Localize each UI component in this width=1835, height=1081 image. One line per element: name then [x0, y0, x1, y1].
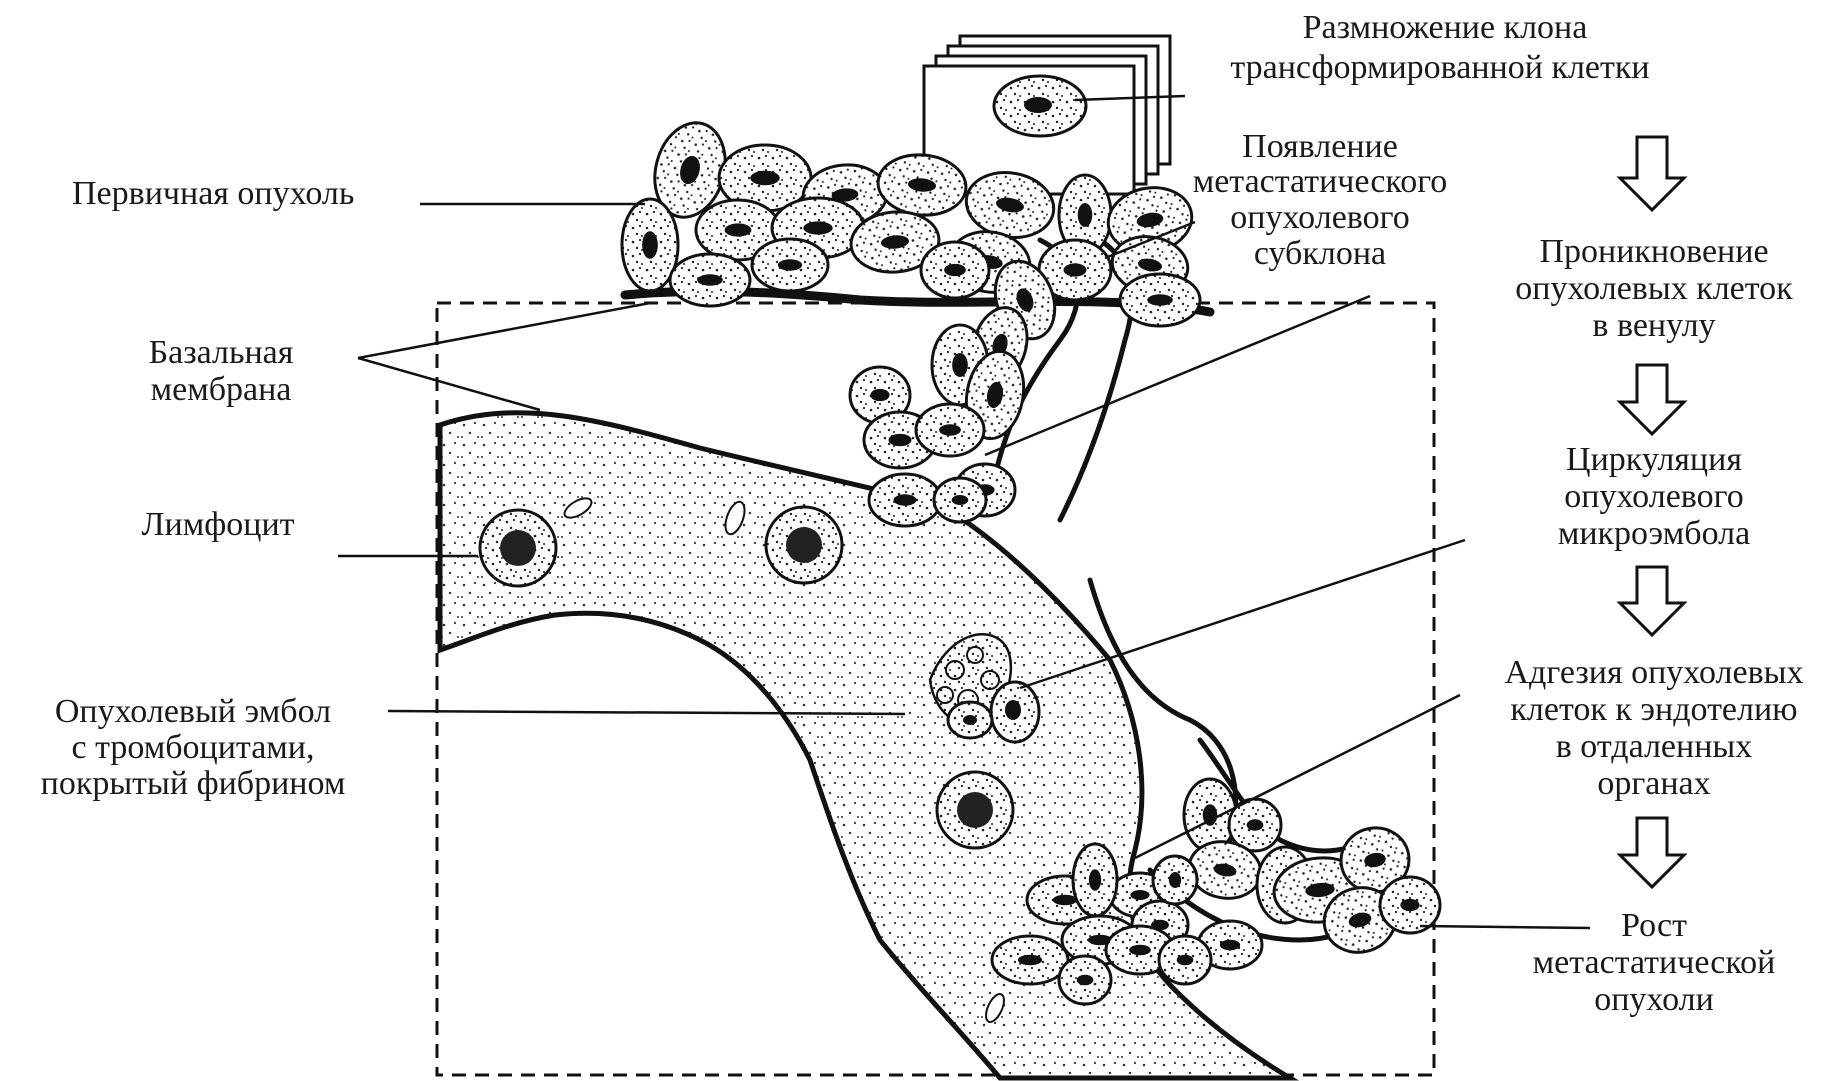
- clone-label-line1: Размножение клона: [1303, 9, 1588, 46]
- stage-3-line4: органах: [1597, 765, 1710, 802]
- down-arrow-outline-icon: [1620, 567, 1684, 635]
- tumor-cell: [670, 254, 750, 306]
- tumor-cell: [752, 239, 828, 291]
- lymphocyte-cell: [937, 772, 1013, 848]
- clone-label-line2: трансформированной клетки: [1230, 49, 1649, 86]
- tumor-cell: [1184, 779, 1236, 851]
- tumor-cell: [1120, 274, 1200, 326]
- stage-2-line2: опухолевого: [1564, 478, 1743, 515]
- lymphocyte-cell: [480, 510, 556, 586]
- tumor-cell: [916, 404, 984, 456]
- basement-label-line2: мембрана: [151, 371, 292, 408]
- tumor-cell: [1159, 936, 1211, 984]
- lymphocyte-label: Лимфоцит: [141, 506, 294, 543]
- stage-4-line3: опухоли: [1594, 981, 1714, 1018]
- stage-2-line1: Циркуляция: [1566, 441, 1742, 478]
- basement-label-line1: Базальная: [149, 334, 294, 371]
- tumor-cell: [1059, 956, 1111, 1004]
- down-arrow-outline-icon: [1620, 137, 1684, 210]
- stage-3-line2: клеток к эндотелию: [1510, 691, 1797, 728]
- subclone-label-line1: Появление: [1242, 128, 1398, 165]
- stage-4-line1: Рост: [1621, 907, 1687, 944]
- tumor-cell: [992, 936, 1068, 984]
- stage-1-line2: опухолевых клеток: [1515, 270, 1793, 307]
- stage-2-line3: микроэмбола: [1558, 515, 1750, 552]
- lymphocyte-cell: [766, 507, 842, 583]
- tumor-cell: [1153, 856, 1197, 904]
- tumor-cell: [934, 478, 986, 522]
- embolus-label-line3: покрытый фибрином: [41, 765, 346, 802]
- clone-card-stack: [924, 36, 1170, 194]
- embolus-label-line1: Опухолевый эмбол: [55, 693, 331, 730]
- stage-3-line1: Адгезия опухолевых: [1504, 654, 1803, 691]
- stage-4-line2: метастатической: [1533, 944, 1776, 981]
- subclone-label-line4: субклона: [1254, 235, 1386, 272]
- stage-1-line3: в венулу: [1592, 307, 1715, 344]
- tumor-cell: [1380, 877, 1440, 933]
- down-arrow-outline-icon: [1620, 365, 1684, 434]
- subclone-label-line2: метастатического: [1193, 163, 1448, 200]
- down-arrow-outline-icon: [1620, 818, 1684, 887]
- embolus-label-line2: с тромбоцитами,: [72, 729, 315, 766]
- tumor-cell: [921, 242, 989, 298]
- subclone-label-line3: опухолевого: [1230, 199, 1409, 236]
- stage-3-line3: в отдаленных: [1556, 728, 1753, 765]
- tumor-cell: [1073, 844, 1117, 916]
- primary-tumor-label: Первичная опухоль: [72, 175, 354, 212]
- stage-1-line1: Проникновение: [1539, 233, 1768, 270]
- tumor-cell: [869, 474, 941, 526]
